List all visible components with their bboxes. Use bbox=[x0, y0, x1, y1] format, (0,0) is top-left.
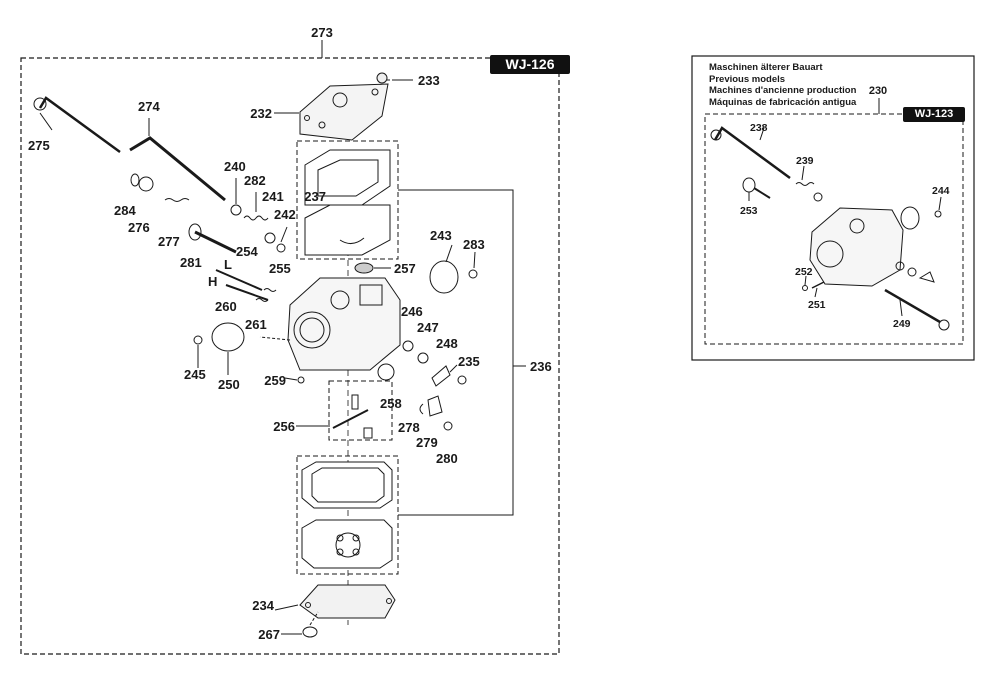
old-models-title-es: Máquinas de fabricación antigua bbox=[709, 96, 857, 108]
diaphragm-250 bbox=[211, 322, 245, 352]
needle-kit-box bbox=[328, 380, 393, 441]
gasket-kit-box-upper bbox=[296, 140, 399, 260]
part-283: 283 bbox=[463, 237, 485, 252]
part-238: 238 bbox=[750, 122, 768, 134]
cover-part bbox=[299, 83, 389, 141]
part-254: 254 bbox=[236, 244, 258, 259]
part-237: 237 bbox=[304, 189, 326, 204]
part-253: 253 bbox=[740, 205, 758, 217]
old-models-frame bbox=[691, 55, 975, 361]
part-252: 252 bbox=[795, 266, 813, 278]
part-277: 277 bbox=[158, 234, 180, 249]
part-246: 246 bbox=[401, 304, 423, 319]
main-group-frame bbox=[20, 57, 560, 655]
part-251: 251 bbox=[808, 299, 826, 311]
part-233: 233 bbox=[418, 73, 440, 88]
part-249: 249 bbox=[893, 318, 911, 330]
letter-h: H bbox=[208, 274, 218, 289]
part-284: 284 bbox=[114, 203, 136, 218]
part-248: 248 bbox=[436, 336, 458, 351]
part-275: 275 bbox=[28, 138, 50, 153]
part-278: 278 bbox=[398, 420, 420, 435]
part-279: 279 bbox=[416, 435, 438, 450]
part-256: 256 bbox=[273, 419, 295, 434]
part-239: 239 bbox=[796, 155, 814, 167]
part-247: 247 bbox=[417, 320, 439, 335]
part-243: 243 bbox=[430, 228, 452, 243]
part-235: 235 bbox=[458, 354, 480, 369]
part-267: 267 bbox=[258, 627, 280, 642]
part-258: 258 bbox=[380, 396, 402, 411]
part-274: 274 bbox=[138, 99, 160, 114]
part-257: 257 bbox=[394, 261, 416, 276]
part-242: 242 bbox=[274, 207, 296, 222]
part-240: 240 bbox=[224, 159, 246, 174]
part-236: 236 bbox=[530, 359, 552, 374]
old-carburetor-body bbox=[809, 207, 904, 287]
main-group-number: 273 bbox=[311, 25, 333, 40]
letter-l: L bbox=[224, 257, 232, 272]
part-232: 232 bbox=[250, 106, 272, 121]
part-280: 280 bbox=[436, 451, 458, 466]
throttle-shaft bbox=[38, 96, 121, 154]
part-260: 260 bbox=[215, 299, 237, 314]
part-261: 261 bbox=[245, 317, 267, 332]
old-models-title: Maschinen älterer Bauart Previous models… bbox=[709, 62, 856, 108]
part-250: 250 bbox=[218, 377, 240, 392]
old-models-title-fr: Machines d'ancienne production bbox=[709, 85, 857, 97]
part-241: 241 bbox=[262, 189, 284, 204]
part-234: 234 bbox=[252, 598, 274, 613]
part-255: 255 bbox=[269, 261, 291, 276]
carburetor-body bbox=[287, 277, 401, 371]
base-plate bbox=[299, 584, 396, 619]
old-group-number: 230 bbox=[868, 85, 888, 97]
old-models-title-en: Previous models bbox=[709, 73, 786, 85]
old-models-title-de: Maschinen älterer Bauart bbox=[709, 62, 823, 73]
old-group-tag: WJ-123 bbox=[903, 107, 965, 122]
part-282: 282 bbox=[244, 173, 266, 188]
part-245: 245 bbox=[184, 367, 206, 382]
main-group-tag: WJ-126 bbox=[490, 55, 570, 74]
part-259: 259 bbox=[264, 373, 286, 388]
part-244: 244 bbox=[932, 185, 950, 197]
part-281: 281 bbox=[180, 255, 202, 270]
part-276: 276 bbox=[128, 220, 150, 235]
